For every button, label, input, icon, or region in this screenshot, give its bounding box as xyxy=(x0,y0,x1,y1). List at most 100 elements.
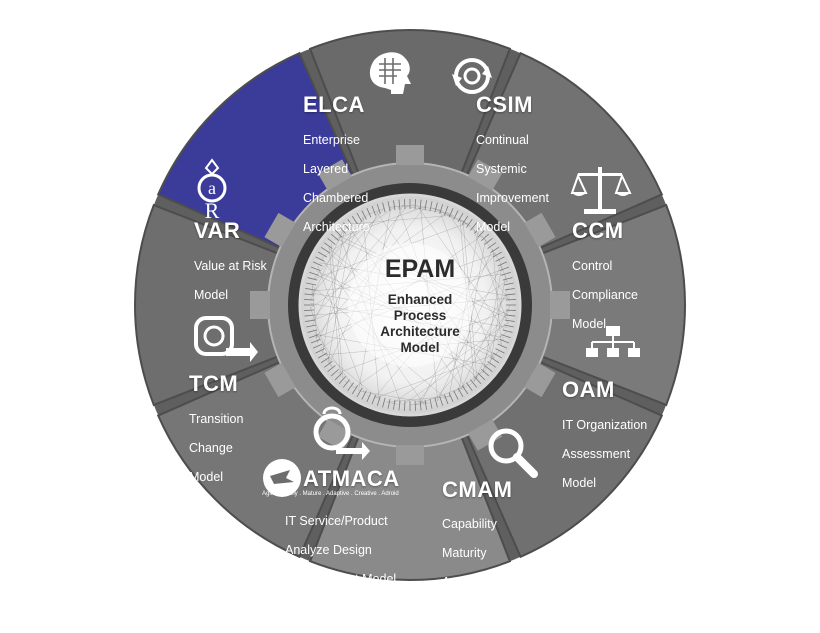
segment-title-cmam: CMAM xyxy=(442,477,513,502)
atmaca-logo-word: ATMACA xyxy=(303,466,400,491)
hub-tick xyxy=(334,229,343,238)
hub-tick xyxy=(487,361,496,368)
hub-tick xyxy=(495,256,505,262)
svg-text:a: a xyxy=(208,178,216,198)
hub-tick xyxy=(356,387,363,397)
hub-tick xyxy=(419,400,422,411)
hub-tick xyxy=(318,251,328,258)
hub-tick xyxy=(495,348,505,354)
hub-tick xyxy=(414,400,416,411)
hub-line xyxy=(430,207,472,227)
hub-line xyxy=(374,353,498,399)
segment-title-ccm: CCM xyxy=(572,218,624,243)
hub-tick xyxy=(504,288,515,291)
hub-tick xyxy=(503,324,514,328)
atmaca-cycle-icon xyxy=(313,406,370,460)
hub-tick xyxy=(429,398,433,409)
segment-title-oam: OAM xyxy=(562,377,615,402)
hub-tick xyxy=(502,277,513,281)
hub-tick xyxy=(404,400,406,411)
segment-title-var: VAR xyxy=(194,218,241,243)
hub-tick xyxy=(366,392,372,402)
hub-tick xyxy=(320,356,330,364)
scales-icon xyxy=(570,167,632,214)
hub-tick xyxy=(477,372,486,381)
hub-tick xyxy=(505,293,516,296)
hub-tick xyxy=(309,334,319,339)
hub-tick xyxy=(424,399,427,410)
hub-tick xyxy=(342,379,350,388)
segment-desc-line: Model xyxy=(476,219,511,234)
hub-tick xyxy=(505,314,516,317)
segment-desc-line: Systemic xyxy=(476,161,527,176)
hub-tick xyxy=(315,348,325,354)
gear-tooth xyxy=(467,419,503,451)
segment-desc-csim: Continual Systemic Improvement Model xyxy=(476,118,549,249)
hub-tick xyxy=(313,261,323,267)
hub-tick xyxy=(330,368,339,377)
hub-line xyxy=(409,403,428,406)
hub-line xyxy=(489,275,506,366)
hub-line xyxy=(434,207,469,225)
hub-tick xyxy=(310,339,321,344)
hub-line xyxy=(474,304,511,382)
hub-tick xyxy=(504,319,515,322)
hub-line xyxy=(322,229,345,354)
gear-tooth xyxy=(396,145,424,165)
hub-tick xyxy=(457,387,464,397)
segment-title-tcm: TCM xyxy=(189,371,239,396)
wheel-graphic: a R xyxy=(134,29,686,581)
hub-tick xyxy=(499,339,510,344)
hub-tick xyxy=(315,256,325,262)
segment-desc-line: Assessment xyxy=(442,574,511,589)
hub-tick xyxy=(304,299,315,301)
ring-at-icon: a R xyxy=(197,158,227,223)
hub-tick xyxy=(376,396,381,406)
hub-tick xyxy=(371,205,376,216)
hub-tick xyxy=(382,202,386,213)
segment-desc-line: Continual xyxy=(476,132,529,147)
segment-desc-line: Chambered xyxy=(303,190,369,205)
hub-tick xyxy=(429,201,433,212)
center-subtitle-line: Process xyxy=(393,308,447,323)
hub-tick xyxy=(342,222,350,231)
hub-tick xyxy=(490,356,500,364)
hub-tick xyxy=(466,219,473,228)
hub-line xyxy=(437,264,502,402)
gear-tooth xyxy=(524,212,556,248)
segment-desc-line: IT Organization xyxy=(562,417,648,432)
hub-line xyxy=(328,246,341,377)
hub-line xyxy=(416,205,507,333)
hub-tick xyxy=(501,271,511,276)
hub-tick xyxy=(334,372,343,381)
hub-tick xyxy=(393,399,396,410)
hub-line xyxy=(458,239,486,393)
hub-line xyxy=(317,265,365,395)
gear-tooth xyxy=(250,291,270,319)
hub-tick xyxy=(382,397,386,408)
hub-tick xyxy=(461,215,469,225)
hub-line xyxy=(330,243,344,380)
segment-desc-cmam: Capability Maturity Assessment Model xyxy=(442,502,510,633)
segment-desc-tcm: Transition Change Model xyxy=(189,397,243,499)
hub-tick xyxy=(318,352,328,359)
hub-tick xyxy=(356,213,363,223)
hub-line xyxy=(311,284,318,343)
hub-tick xyxy=(505,309,516,311)
hub-tick xyxy=(304,293,315,296)
segment-desc-line: Compliance xyxy=(572,287,639,302)
hub-tick xyxy=(307,329,318,333)
hub-tick xyxy=(305,319,316,322)
hub-tick xyxy=(351,385,359,395)
hub-tick xyxy=(309,271,319,276)
hub-tick xyxy=(492,352,502,359)
hub-tick xyxy=(499,266,510,271)
segment-desc-line: Maturity xyxy=(442,545,487,560)
hub-tick xyxy=(330,233,339,242)
hub-tick xyxy=(484,365,493,373)
hub-tick xyxy=(347,382,354,391)
hub-line xyxy=(309,230,344,302)
segment-desc-line: Assessment xyxy=(562,446,631,461)
hub-line xyxy=(498,259,508,283)
hub-tick xyxy=(439,396,444,406)
